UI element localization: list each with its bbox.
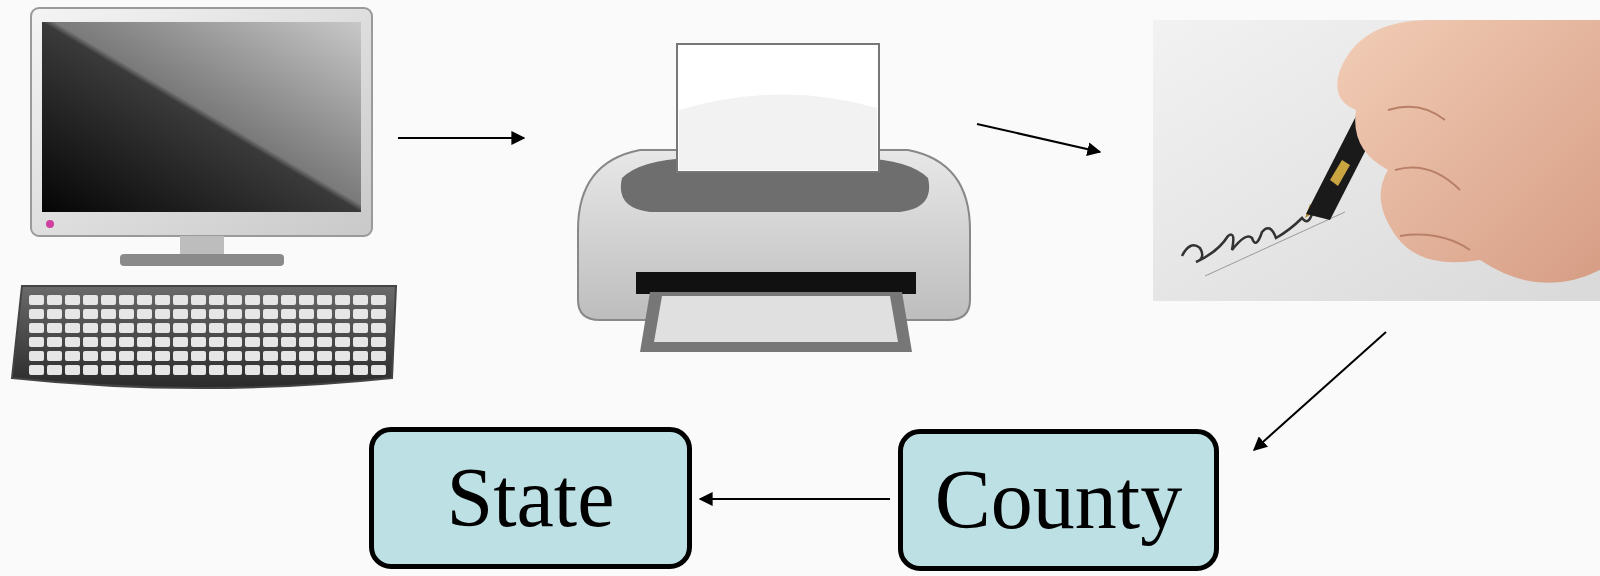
box-label: County [935, 454, 1182, 546]
flow-arrow [1254, 332, 1386, 450]
box-label: State [447, 452, 615, 544]
signing-photo [1153, 20, 1600, 301]
flow-arrow [977, 124, 1100, 152]
computer-icon [12, 8, 396, 388]
printer-icon [578, 44, 970, 352]
process-box: State [369, 427, 692, 569]
flow-arrow [700, 498, 890, 500]
process-box: County [898, 429, 1219, 571]
flow-arrow [398, 137, 524, 139]
